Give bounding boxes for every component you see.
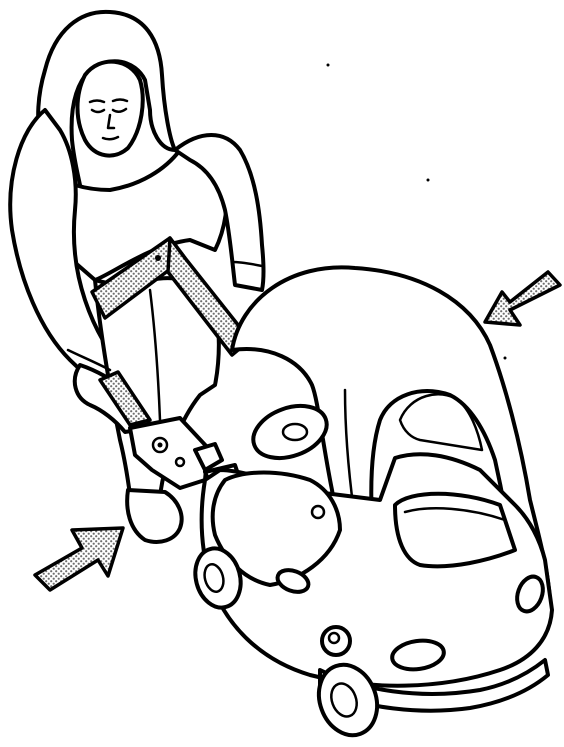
person-shoe [127, 490, 181, 542]
arrow-pointing-down-left-icon [485, 272, 560, 325]
speck [504, 357, 507, 360]
arrow-left-shape [35, 528, 123, 590]
arrow-right-shape [485, 272, 560, 325]
car-gas-cap [322, 627, 350, 655]
speck [427, 179, 430, 182]
arrow-pointing-up-right-icon [35, 528, 123, 590]
person-face [78, 62, 143, 156]
ride-on-car [189, 267, 552, 743]
car-seat [395, 494, 515, 567]
bracket-hole-1-center [158, 443, 163, 448]
push-handle-rivet [155, 255, 161, 261]
speck [327, 64, 330, 67]
